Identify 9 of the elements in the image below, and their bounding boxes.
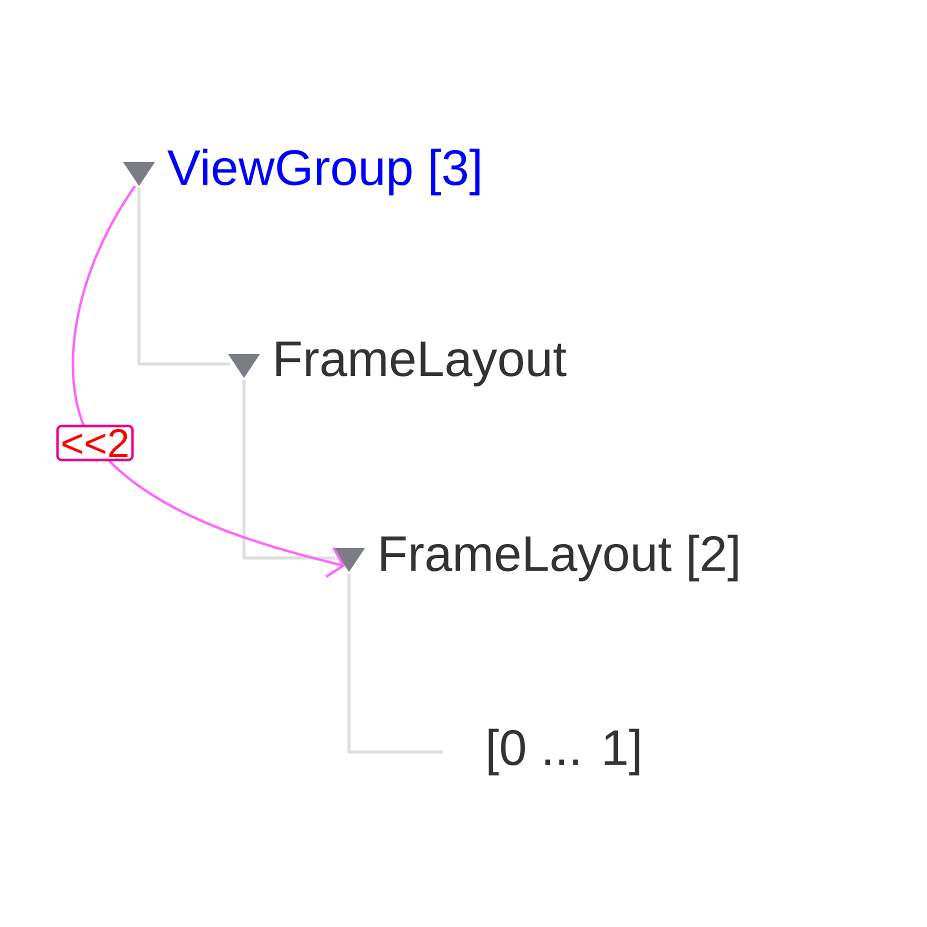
tree-item-label: [0 ... 1] — [488, 728, 640, 776]
curved-arrow — [72, 185, 345, 578]
tree-connector — [138, 188, 230, 366]
tree-item-label: FrameLayout — [276, 342, 566, 386]
edge-label: <<2 — [56, 424, 134, 462]
tree-item-label: ViewGroup [3] — [167, 148, 480, 196]
tree-item-label: FrameLayout [2] — [381, 534, 738, 582]
tree-connector — [242, 380, 335, 560]
tree-connector — [348, 574, 443, 754]
